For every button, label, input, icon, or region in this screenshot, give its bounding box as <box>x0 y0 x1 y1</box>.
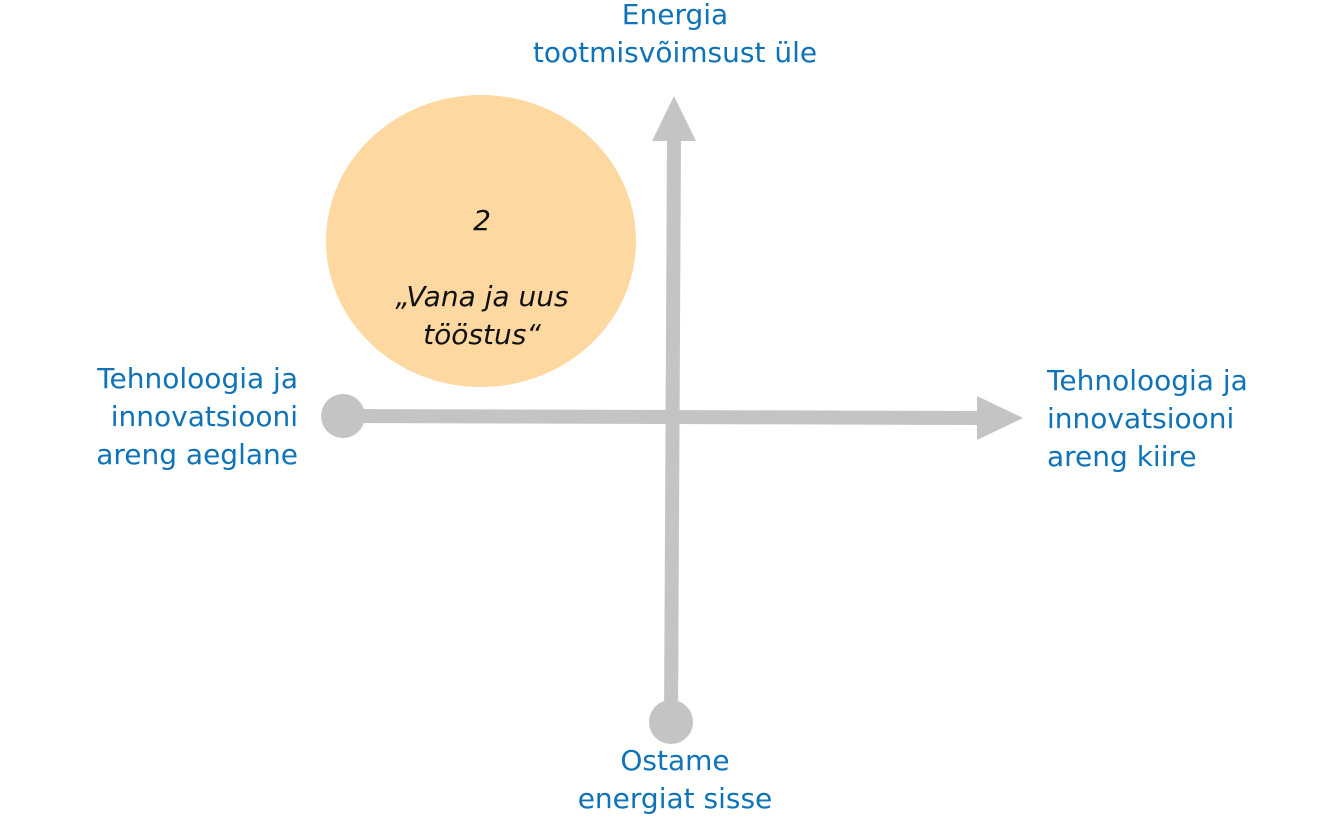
axis-label-top: Energia tootmisvõimsust üle <box>532 0 818 69</box>
horizontal-axis-origin-dot <box>321 394 365 438</box>
axis-label-bottom: Ostame energiat sisse <box>577 744 773 815</box>
horizontal-axis-arrowhead <box>977 396 1023 440</box>
scenario-number: 2 <box>473 204 491 237</box>
scenario-title: „Vana ja uus tööstus“ <box>395 280 569 351</box>
scenario-label: 2 „Vana ja uus tööstus“ <box>330 164 634 392</box>
vertical-axis-origin-dot <box>649 700 693 744</box>
axis-label-right: Tehnoloogia ja innovatsiooni areng kiire <box>1047 364 1248 473</box>
scenario-bubble <box>326 95 636 387</box>
horizontal-axis-line <box>342 409 983 425</box>
axis-label-left: Tehnoloogia ja innovatsiooni areng aegla… <box>96 362 298 471</box>
vertical-axis-line <box>664 135 681 723</box>
vertical-axis-arrowhead <box>652 96 696 141</box>
